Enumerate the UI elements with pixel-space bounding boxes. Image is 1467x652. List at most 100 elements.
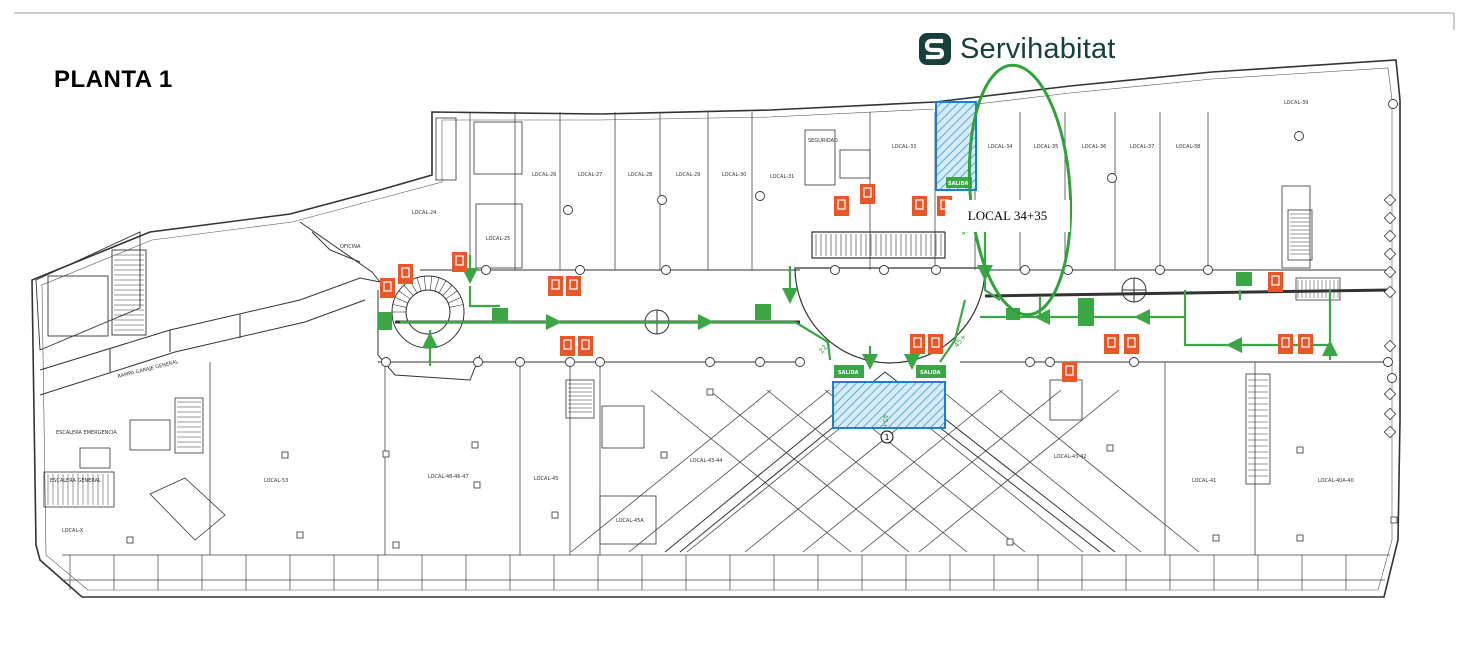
facade-pillar [1383,229,1397,243]
column [1020,265,1030,275]
svg-text:LOCAL-24: LOCAL-24 [412,210,436,216]
svg-text:45+: 45+ [881,414,889,429]
column [473,357,483,367]
building-outline [31,59,1401,598]
column-square [1212,534,1220,542]
exit-signs: SALIDA SALIDA SALIDA [378,177,1252,378]
column [931,265,941,275]
column [1294,131,1304,141]
column [515,357,525,367]
fire-equipment-sign [1268,272,1283,292]
column-square [126,536,134,544]
stair-step [430,276,433,291]
fire-equipment-sign [860,184,875,204]
svg-text:LOCAL-33: LOCAL-33 [892,144,916,150]
central-rotunda [794,231,986,364]
column-square [706,388,714,396]
fire-equipment-glyph [569,279,578,290]
stair-step [416,277,422,292]
svg-text:LOCAL-35: LOCAL-35 [1034,144,1058,150]
fire-equipment-glyph [913,337,922,348]
stair-block-bottom-left [43,379,595,541]
column-square [392,541,400,549]
svg-text:LOCAL-38: LOCAL-38 [1176,144,1200,150]
svg-text:LOCAL-41: LOCAL-41 [1192,478,1216,484]
fire-equipment-sign [912,196,927,216]
fire-equipment-sign [560,336,575,356]
column [595,357,605,367]
svg-text:LOCAL-27: LOCAL-27 [578,172,602,178]
column [1383,357,1393,367]
svg-text:SALIDA: SALIDA [920,370,941,376]
facade-pillar [1383,193,1397,207]
column-square [660,451,668,459]
stair-block-left [35,231,147,351]
fire-equipment-glyph [563,339,572,350]
column [1045,357,1055,367]
atrium-grid-line [628,389,830,553]
stair-step [449,304,464,308]
column [661,265,671,275]
svg-text:22+: 22+ [817,339,833,356]
brand: Servihabitat [918,32,1116,66]
facade-pillar [1383,211,1397,225]
stair-step [423,276,426,291]
ramp [39,221,381,396]
column [1107,173,1117,183]
atrium-grid-line [998,389,1200,553]
atrium-grid-line [766,389,968,553]
column [657,195,667,205]
svg-text:LOCAL-53: LOCAL-53 [264,478,288,484]
fire-equipment-sign [910,334,925,354]
column [1388,99,1398,109]
column-crosshairs [644,277,1147,335]
svg-text:LOCAL-43-44: LOCAL-43-44 [690,458,723,464]
stair-step [394,297,409,304]
column [705,357,715,367]
fire-equipment-glyph [1107,337,1116,348]
column-square [471,441,479,449]
atrium-grid-line [650,389,852,553]
column [879,265,889,275]
stair-step [398,290,411,300]
svg-text:LOCAL-X: LOCAL-X [62,528,84,534]
svg-text:ESCALERA GENERAL: ESCALERA GENERAL [50,478,101,484]
unit-labels: LOCAL-24 LOCAL-25 LOCAL-26 LOCAL-27 LOCA… [50,100,1354,534]
atrium-grid-line [802,389,1004,553]
stair-step [392,304,407,308]
column [1203,265,1213,275]
atrium-grid-line [570,389,772,553]
facade-cells [62,554,1390,581]
facade-pillar [1383,247,1397,261]
svg-text:LOCAL-43-42: LOCAL-43-42 [1054,454,1087,460]
facade-pillar [1383,407,1397,421]
fire-equipment-sign [1298,334,1313,354]
service-rooms [435,117,1311,545]
brand-name: Servihabitat [960,32,1116,65]
column [565,357,575,367]
facade-pillar [1383,425,1397,439]
stair-step [403,285,414,296]
atrium-grid-line [940,389,1142,553]
atrium-grid-line [918,389,1120,553]
svg-text:LOCAL-30: LOCAL-30 [722,172,746,178]
servihabitat-logo-icon [919,33,951,65]
selected-area-exit [832,381,946,429]
fire-equipment-signs [380,184,1313,382]
svg-text:LOCAL-37: LOCAL-37 [1130,144,1154,150]
column [1025,357,1035,367]
column [755,191,765,201]
svg-text:SALIDA: SALIDA [838,370,859,376]
column [1155,265,1165,275]
fire-equipment-sign [1062,362,1077,382]
fire-equipment-sign [398,264,413,284]
svg-text:SALIDA: SALIDA [948,181,969,187]
fire-equipment-glyph [931,337,940,348]
column [575,265,585,275]
facade-pillar [1383,339,1397,353]
svg-text:SEGURIDAD: SEGURIDAD [808,138,838,144]
fire-equipment-glyph [1127,337,1136,348]
column-square [551,511,559,519]
column [563,205,573,215]
highlight-ellipse [967,63,1073,317]
